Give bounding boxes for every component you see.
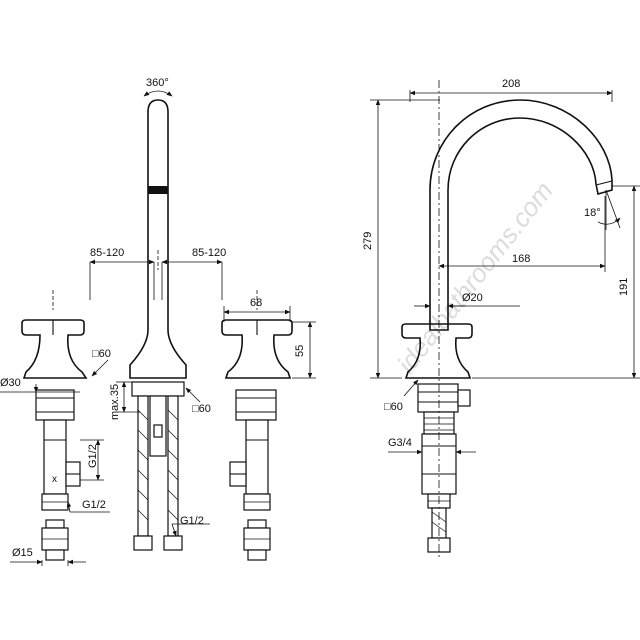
dim-square-left-label: □60 [92,348,111,360]
dim-thread-connector: G1/2 [66,499,110,513]
watermark: idealbathrooms.com [391,176,559,379]
dim-spout-projection-label: 168 [512,253,530,265]
spout-vertical [129,99,187,379]
dim-diameter-base: Ø30 [0,377,80,393]
dim-outlet-height: 191 [472,185,640,379]
dim-spacing-right-label: 85-120 [192,247,226,259]
rotation-indicator: 360° [143,77,173,97]
dim-thread-hose: G1/2 [171,515,210,537]
left-view: 360° x [0,77,316,566]
dim-handle-to-base: 55 [292,321,316,379]
angle-arc-icon [597,217,621,225]
dim-outlet-height-label: 191 [618,278,630,296]
center-hoses [131,381,185,551]
right-view: 208 279 191 18° 168 [362,78,640,560]
dim-spacing-left-label: 85-120 [90,247,124,259]
dim-total-height: 279 [362,99,440,379]
dim-diameter-base-label: Ø30 [0,377,21,389]
dim-thread-hose-label: G1/2 [180,515,204,527]
right-valve-body [229,389,277,561]
dim-thread-valve: G1/2 [80,439,104,481]
dim-max-depth: max.35 [109,381,140,420]
dim-angle: 18° [584,189,621,230]
dim-square-base: □60 [384,379,419,413]
dim-handle-to-base-label: 55 [294,345,306,357]
rotation-arrow-icon [143,90,173,97]
dim-handle-height: 68 [223,297,291,322]
spout-side [429,99,613,331]
dim-spout-diameter: Ø20 [414,292,520,309]
dim-angle-label: 18° [584,207,601,219]
dim-reach-label: 208 [502,78,520,90]
dim-diameter-pipe-label: Ø15 [12,547,33,559]
dim-max-depth-label: max.35 [109,384,121,420]
dim-square-center: □60 [185,387,211,415]
dim-thread-body-label: G3/4 [388,437,412,449]
right-view-body [417,383,471,553]
dim-square-base-label: □60 [384,401,403,413]
right-view-handle [401,323,473,379]
dim-reach: 208 [409,78,613,102]
dim-handle-height-label: 68 [250,297,262,309]
dim-spout-diameter-label: Ø20 [462,292,483,304]
right-handle [221,319,293,379]
dim-diameter-pipe: Ø15 [10,547,86,566]
dim-total-height-label: 279 [362,232,374,250]
left-handle [21,319,88,379]
svg-text:x: x [52,474,57,485]
rotation-label: 360° [146,77,169,89]
dim-spacing-right: 85-120 [161,247,226,300]
dim-thread-valve-label: G1/2 [87,444,99,468]
dim-square-left: □60 [91,348,111,377]
dim-thread-connector-label: G1/2 [82,499,106,511]
dim-spacing-left: 85-120 [89,247,155,300]
dim-spout-projection: 168 [438,196,606,272]
dim-square-center-label: □60 [192,403,211,415]
dim-thread-body: G3/4 [388,437,476,455]
left-valve-body: x [35,389,81,561]
